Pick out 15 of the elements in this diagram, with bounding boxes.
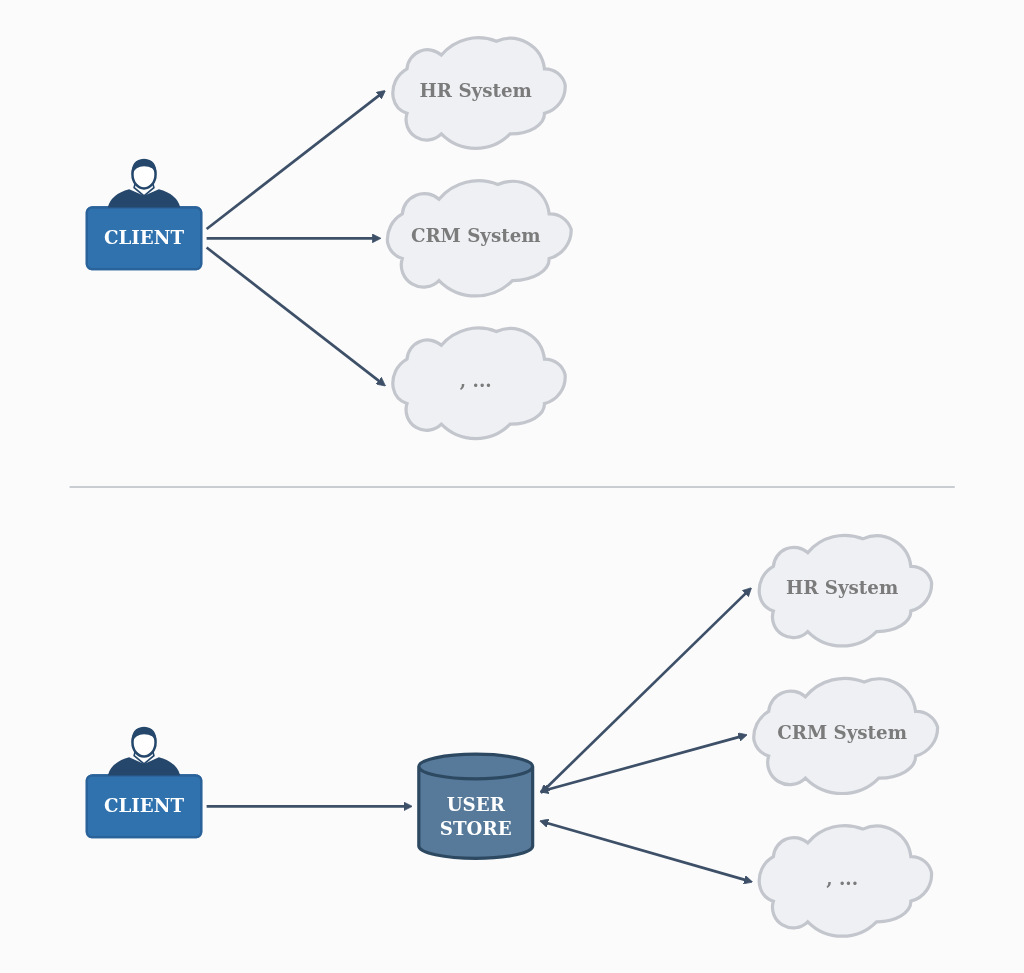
client-badge: CLIENT [85,205,203,270]
arrow [206,801,413,811]
cloud-shape: , ... [757,823,933,938]
cloud-shape: , ... [391,325,567,440]
cloud-shape: CRM System [385,178,573,297]
database-cylinder: USER STORE [417,752,535,860]
arrow [205,245,386,386]
cloud-shape: HR System [757,533,933,647]
client-badge: CLIENT [85,773,203,838]
arrow [539,818,753,884]
arrow [539,732,748,794]
arrow [206,233,382,243]
cloud-shape: CRM System [752,676,939,795]
cloud-shape: HR System [391,35,567,150]
arrow [205,89,386,230]
